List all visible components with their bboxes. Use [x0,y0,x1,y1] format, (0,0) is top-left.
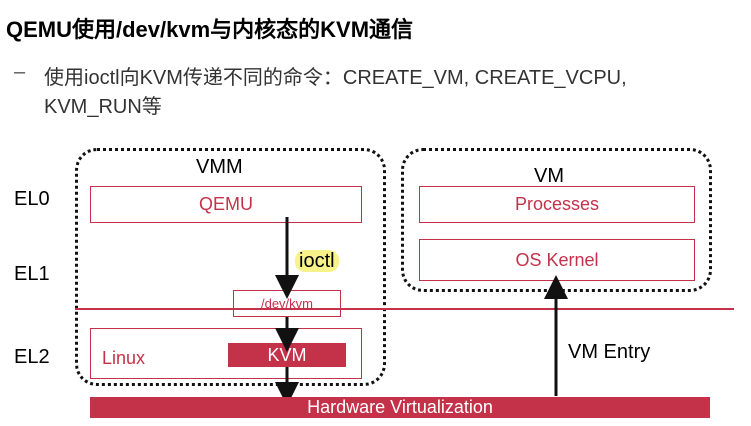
bullet-text-line-2: KVM_RUN等 [44,96,162,118]
ioctl-label: ioctl [295,250,339,273]
vm-entry-label: VM Entry [568,341,651,363]
bullet-dash: – [14,61,26,83]
slide-title: QEMU使用/dev/kvm与内核态的KVM通信 [6,17,414,42]
hardware-virtualization-bar: Hardware Virtualization [90,397,710,418]
vm-label: VM [534,165,564,187]
ioctl-highlight: ioctl [295,250,339,272]
bullet-text-line-1: 使用ioctl向KVM传递不同的命令：CREATE_VM, CREATE_VCP… [44,67,627,89]
vmm-container [75,148,386,386]
linux-label: Linux [102,348,146,368]
vmm-label: VMM [196,156,243,178]
qemu-box: QEMU [90,186,362,223]
processes-box: Processes [419,186,695,223]
el1-label: EL1 [14,263,50,285]
os-kernel-box: OS Kernel [419,239,695,281]
el0-label: EL0 [14,188,50,210]
el2-label: EL2 [14,346,50,368]
